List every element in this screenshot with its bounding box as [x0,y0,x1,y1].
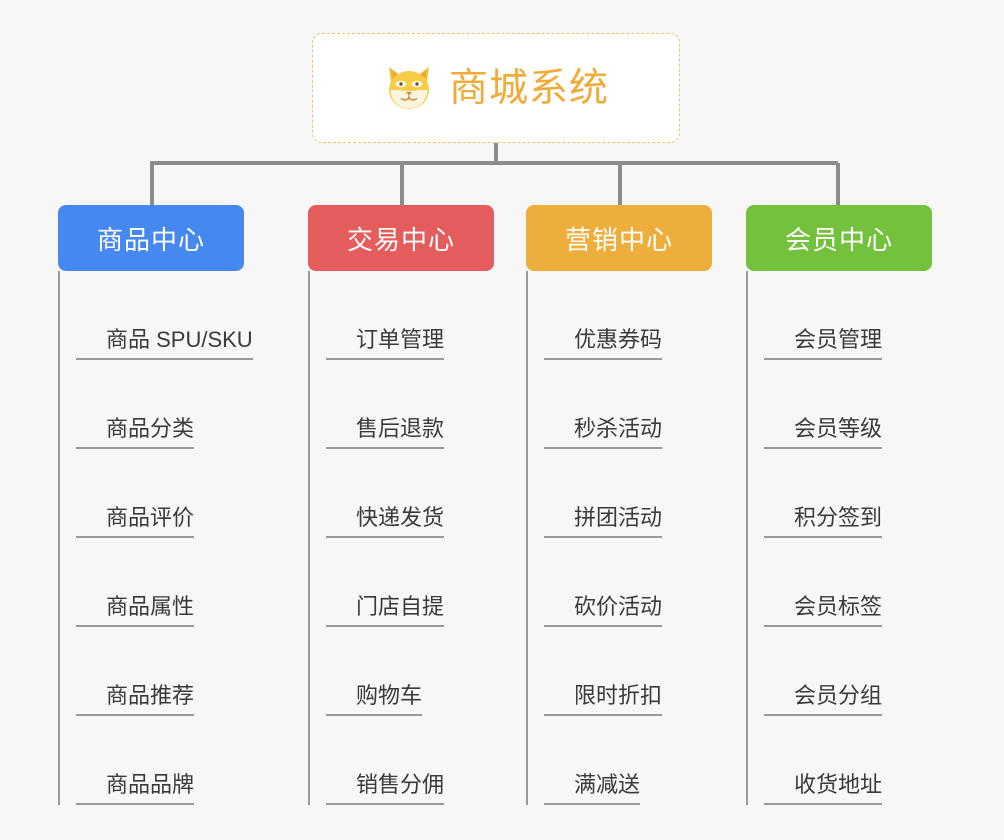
tree-leaf-item[interactable]: 售后退款 [326,360,518,449]
connector-root-stem [494,143,498,163]
tree-leaf-label: 订单管理 [326,327,445,360]
tree-leaf-item[interactable]: 会员管理 [764,271,956,360]
branch-children-member-center: 会员管理 会员等级 积分签到 会员标签 会员分组 收货地址 [746,271,956,805]
tree-leaf-item[interactable]: 会员等级 [764,360,956,449]
tree-leaf-label: 快递发货 [326,505,445,538]
connector-drop-1 [150,163,154,207]
tree-leaf-label: 售后退款 [326,416,445,449]
tree-leaf-item[interactable]: 商品评价 [76,449,268,538]
connector-drop-4 [836,163,840,207]
branch-column-marketing-center: 营销中心 优惠券码 秒杀活动 拼团活动 砍价活动 限时折扣 满减送 [526,205,736,805]
tree-leaf-label: 商品推荐 [76,683,195,716]
branch-header-marketing-center[interactable]: 营销中心 [526,205,712,271]
tree-leaf-item[interactable]: 商品推荐 [76,627,268,716]
tree-leaf-item[interactable]: 收货地址 [764,716,956,805]
branch-column-trade-center: 交易中心 订单管理 售后退款 快递发货 门店自提 购物车 销售分佣 [308,205,518,805]
tree-leaf-item[interactable]: 会员标签 [764,538,956,627]
branch-header-label: 交易中心 [346,224,455,255]
tree-leaf-label: 砍价活动 [544,594,663,627]
root-node-title: 商城系统 [448,66,609,110]
tree-leaf-label: 会员管理 [764,327,883,360]
tree-leaf-item[interactable]: 快递发货 [326,449,518,538]
shiba-dog-face-icon [383,62,435,114]
branch-header-label: 商品中心 [96,224,205,255]
tree-leaf-label: 商品品牌 [76,772,195,805]
branch-header-trade-center[interactable]: 交易中心 [308,205,494,271]
tree-leaf-item[interactable]: 商品属性 [76,538,268,627]
tree-leaf-label: 销售分佣 [326,772,445,805]
branch-children-trade-center: 订单管理 售后退款 快递发货 门店自提 购物车 销售分佣 [308,271,518,805]
tree-leaf-label: 限时折扣 [544,683,663,716]
tree-leaf-label: 积分签到 [764,505,883,538]
tree-leaf-label: 收货地址 [764,772,883,805]
tree-leaf-item[interactable]: 积分签到 [764,449,956,538]
tree-leaf-label: 会员等级 [764,416,883,449]
branch-column-product-center: 商品中心 商品 SPU/SKU 商品分类 商品评价 商品属性 商品推荐 商品品牌 [58,205,268,805]
tree-leaf-item[interactable]: 销售分佣 [326,716,518,805]
tree-leaf-label: 秒杀活动 [544,416,663,449]
connector-horizontal-bus [150,161,838,165]
branch-header-label: 营销中心 [564,224,673,255]
tree-leaf-label: 会员标签 [764,594,883,627]
tree-leaf-item[interactable]: 秒杀活动 [544,360,736,449]
root-node-mall-system[interactable]: 商城系统 [312,33,680,143]
tree-leaf-item[interactable]: 商品 SPU/SKU [76,271,268,360]
tree-leaf-item[interactable]: 砍价活动 [544,538,736,627]
tree-leaf-item[interactable]: 购物车 [326,627,518,716]
tree-leaf-label: 商品分类 [76,416,195,449]
branch-header-member-center[interactable]: 会员中心 [746,205,932,271]
tree-leaf-item[interactable]: 限时折扣 [544,627,736,716]
tree-leaf-label: 商品评价 [76,505,195,538]
tree-leaf-label: 商品属性 [76,594,195,627]
branch-column-member-center: 会员中心 会员管理 会员等级 积分签到 会员标签 会员分组 收货地址 [746,205,956,805]
connector-drop-3 [618,163,622,207]
branch-header-label: 会员中心 [784,224,893,255]
tree-leaf-item[interactable]: 订单管理 [326,271,518,360]
tree-leaf-item[interactable]: 商品品牌 [76,716,268,805]
tree-leaf-item[interactable]: 满减送 [544,716,736,805]
tree-leaf-label: 优惠券码 [544,327,663,360]
tree-leaf-item[interactable]: 门店自提 [326,538,518,627]
tree-leaf-item[interactable]: 会员分组 [764,627,956,716]
tree-leaf-label: 商品 SPU/SKU [76,327,253,360]
tree-leaf-item[interactable]: 商品分类 [76,360,268,449]
tree-leaf-label: 满减送 [544,772,641,805]
branch-header-product-center[interactable]: 商品中心 [58,205,244,271]
branch-children-marketing-center: 优惠券码 秒杀活动 拼团活动 砍价活动 限时折扣 满减送 [526,271,736,805]
tree-leaf-item[interactable]: 拼团活动 [544,449,736,538]
tree-leaf-label: 拼团活动 [544,505,663,538]
tree-leaf-label: 会员分组 [764,683,883,716]
tree-leaf-item[interactable]: 优惠券码 [544,271,736,360]
branch-children-product-center: 商品 SPU/SKU 商品分类 商品评价 商品属性 商品推荐 商品品牌 [58,271,268,805]
connector-drop-2 [400,163,404,207]
tree-leaf-label: 购物车 [326,683,423,716]
tree-leaf-label: 门店自提 [326,594,445,627]
